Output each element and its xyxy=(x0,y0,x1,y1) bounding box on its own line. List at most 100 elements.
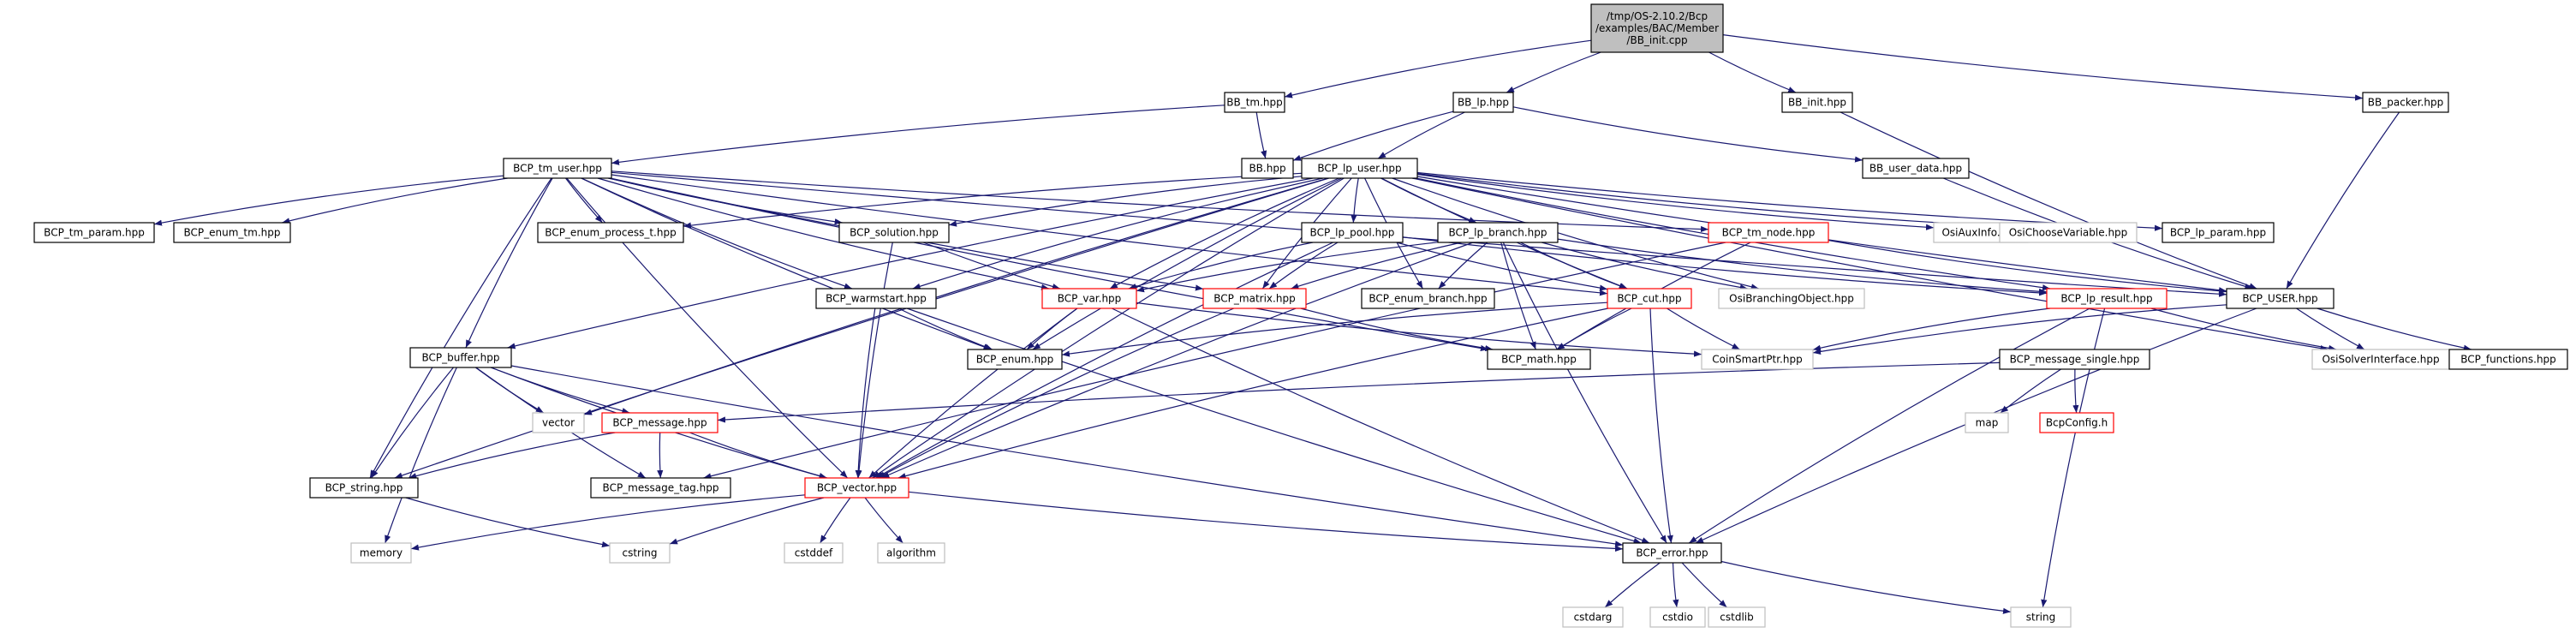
edge-bb_tm-to-bb xyxy=(1255,111,1267,159)
node-label: BCP_vector.hpp xyxy=(817,482,897,494)
node-bcp_tm_node[interactable]: BCP_tm_node.hpp xyxy=(1708,222,1829,243)
edge-bcp_lp_branch-to-bcp_cut xyxy=(1520,242,1627,290)
node-label: BCP_lp_result.hpp xyxy=(2060,293,2152,305)
node-label: OsiChooseVariable.hpp xyxy=(2009,227,2128,239)
node-bb_user_data[interactable]: BB_user_data.hpp xyxy=(1862,158,1970,179)
edge-root-to-bb_lp xyxy=(1506,51,1601,93)
node-label: cstdlib xyxy=(1720,612,1753,624)
node-cstdio: cstdio xyxy=(1649,606,1706,628)
node-bb_tm[interactable]: BB_tm.hpp xyxy=(1224,92,1285,113)
edge-bcp_user-to-coinsmartptr xyxy=(1812,304,2227,355)
node-bcp_lp_user[interactable]: BCP_lp_user.hpp xyxy=(1301,158,1418,179)
node-label: algorithm xyxy=(886,547,936,559)
edge-bcp_solution-to-bcp_vector xyxy=(856,242,893,479)
node-bcp_tm_user[interactable]: BCP_tm_user.hpp xyxy=(503,158,612,179)
node-label: /tmp/OS-2.10.2/Bcp xyxy=(1607,10,1708,22)
node-bcp_buffer[interactable]: BCP_buffer.hpp xyxy=(409,347,512,368)
node-box xyxy=(2362,92,2449,113)
node-label: BCP_math.hpp xyxy=(1501,354,1577,366)
node-box xyxy=(1708,222,1829,243)
edge-bcp_cut-to-coinsmartptr xyxy=(1667,308,1740,350)
node-box xyxy=(33,222,155,243)
node-bcp_enum_tm[interactable]: BCP_enum_tm.hpp xyxy=(173,222,291,243)
node-bcp_warmstart[interactable]: BCP_warmstart.hpp xyxy=(815,288,937,309)
edge-bcp_vector-to-algorithm xyxy=(864,497,903,544)
node-bcp_solution[interactable]: BCP_solution.hpp xyxy=(838,222,950,243)
node-box xyxy=(815,288,937,309)
node-bcp_user[interactable]: BCP_USER.hpp xyxy=(2226,288,2334,309)
node-bcp_error[interactable]: BCP_error.hpp xyxy=(1622,542,1722,564)
node-box xyxy=(309,477,419,499)
edge-bcp_tm_user-to-bcp_tm_param xyxy=(153,175,504,226)
node-box xyxy=(1607,288,1692,309)
node-box xyxy=(173,222,291,243)
node-label: BB_packer.hpp xyxy=(2368,97,2443,109)
node-bb_packer[interactable]: BB_packer.hpp xyxy=(2362,92,2449,113)
node-bcp_lp_param[interactable]: BCP_lp_param.hpp xyxy=(2162,222,2275,243)
edge-bcp_lp_pool-to-bcp_lp_result xyxy=(1402,236,2048,296)
node-bcp_math[interactable]: BCP_math.hpp xyxy=(1487,349,1591,370)
node-label: BB.hpp xyxy=(1249,163,1285,175)
node-bb_lp[interactable]: BB_lp.hpp xyxy=(1452,92,1514,113)
node-cstring: cstring xyxy=(609,542,671,564)
node-bcp_message_tag[interactable]: BCP_message_tag.hpp xyxy=(590,477,731,499)
edge-bcp_lp_user-to-bcp_enum_process_t xyxy=(683,172,1303,229)
node-bcp_cut[interactable]: BCP_cut.hpp xyxy=(1607,288,1692,309)
node-box xyxy=(1202,288,1307,309)
edge-bcp_lp_pool-to-bcp_var xyxy=(1128,242,1314,290)
edge-bcp_string-to-cstring xyxy=(405,497,611,548)
node-bcp_tm_param[interactable]: BCP_tm_param.hpp xyxy=(33,222,155,243)
node-label: /BB_init.cpp xyxy=(1626,34,1687,46)
node-label: BCP_enum.hpp xyxy=(976,354,1054,366)
edge-bcp_tm_user-to-bcp_cut xyxy=(611,174,1608,296)
node-bcp_lp_branch[interactable]: BCP_lp_branch.hpp xyxy=(1437,222,1559,243)
edge-bcp_lp_branch-to-bcp_vector xyxy=(881,242,1474,479)
node-box xyxy=(2162,222,2275,243)
node-label: BCP_error.hpp xyxy=(1636,547,1708,559)
edge-bcp_cut-to-bcp_math xyxy=(1556,308,1632,350)
node-bcpconfig[interactable]: BcpConfig.h xyxy=(2039,412,2114,433)
node-bb_init[interactable]: BB_init.hpp xyxy=(1781,92,1853,113)
edge-bcp_lp_user-to-bcp_string xyxy=(394,177,1329,479)
node-root[interactable]: /tmp/OS-2.10.2/Bcp/examples/BAC/Member/B… xyxy=(1590,3,1724,53)
node-bcp_functions[interactable]: BCP_functions.hpp xyxy=(2448,349,2568,370)
edge-bcp_buffer-to-bcp_string xyxy=(371,367,454,479)
node-label: BB_user_data.hpp xyxy=(1869,163,1962,175)
node-coinsmartptr: CoinSmartPtr.hpp xyxy=(1701,349,1814,370)
node-label: BCP_functions.hpp xyxy=(2460,354,2556,366)
node-bcp_message_single[interactable]: BCP_message_single.hpp xyxy=(1999,349,2150,370)
edge-bcp_lp_branch-to-bcp_lp_result xyxy=(1557,238,2048,295)
node-bcp_vector[interactable]: BCP_vector.hpp xyxy=(804,477,909,499)
node-bcp_enum_branch[interactable]: BCP_enum_branch.hpp xyxy=(1361,288,1495,309)
node-bcp_lp_result[interactable]: BCP_lp_result.hpp xyxy=(2046,288,2168,309)
node-bcp_matrix[interactable]: BCP_matrix.hpp xyxy=(1202,288,1307,309)
dependency-edges xyxy=(153,34,2472,614)
node-label: string xyxy=(2026,612,2055,624)
edge-bcp_error-to-string xyxy=(1720,560,2012,614)
node-label: BCP_tm_user.hpp xyxy=(513,163,602,175)
node-bcp_string[interactable]: BCP_string.hpp xyxy=(309,477,419,499)
node-bcp_enum[interactable]: BCP_enum.hpp xyxy=(967,349,1063,370)
edge-bcp_message_single-to-bcp_message xyxy=(717,361,2001,423)
edge-bcp_warmstart-to-bcp_error xyxy=(906,308,1642,544)
edge-bcp_cut-to-bcp_vector xyxy=(897,308,1608,480)
node-bcp_message[interactable]: BCP_message.hpp xyxy=(601,412,719,433)
node-osichoosevariable: OsiChooseVariable.hpp xyxy=(1999,222,2138,243)
node-label: BCP_solution.hpp xyxy=(850,227,939,239)
edge-bcp_lp_user-to-osiauxinfo xyxy=(1416,173,1935,230)
node-box xyxy=(2448,349,2568,370)
node-bcp_var[interactable]: BCP_var.hpp xyxy=(1041,288,1137,309)
node-box xyxy=(1649,606,1706,628)
node-label: vector xyxy=(542,417,575,429)
node-bcp_lp_pool[interactable]: BCP_lp_pool.hpp xyxy=(1301,222,1404,243)
node-box xyxy=(1452,92,1514,113)
node-bcp_enum_process_t[interactable]: BCP_enum_process_t.hpp xyxy=(537,222,684,243)
node-box xyxy=(1862,158,1970,179)
node-box xyxy=(2010,606,2072,628)
edge-bcp_lp_pool-to-bcp_matrix xyxy=(1268,242,1339,290)
node-bb[interactable]: BB.hpp xyxy=(1241,158,1294,179)
edge-root-to-bb_packer xyxy=(1722,34,2364,101)
edge-bcp_lp_branch-to-bcp_matrix xyxy=(1291,242,1462,290)
node-label: BB_lp.hpp xyxy=(1458,97,1509,109)
edge-bcp_matrix-to-bcp_math xyxy=(1300,308,1494,352)
